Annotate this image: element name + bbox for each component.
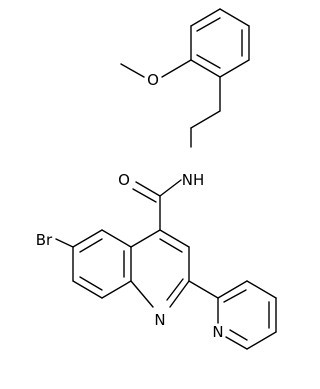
bond [217, 280, 248, 299]
bond [190, 8, 221, 27]
bond [159, 238, 183, 253]
bond [159, 229, 190, 248]
bond [190, 59, 221, 78]
bond [72, 280, 103, 299]
bonds [55, 8, 277, 350]
bond [79, 238, 103, 253]
bond [130, 229, 161, 248]
bond [190, 110, 221, 129]
bond [219, 8, 250, 27]
bond [229, 329, 248, 341]
bond [55, 238, 74, 248]
bond [246, 280, 277, 299]
amide-nh-label: NH [182, 171, 205, 189]
pyridine-nitrogen-label: N [212, 323, 223, 341]
methoxy-oxygen-label: O [147, 71, 159, 89]
bromine-label: Br [36, 231, 53, 249]
bond [161, 59, 192, 78]
bond [120, 63, 145, 78]
bond [225, 336, 248, 350]
bond [166, 278, 184, 301]
bond [130, 280, 154, 308]
bond [188, 280, 219, 299]
bond [72, 229, 103, 248]
bond [219, 59, 250, 78]
bond [169, 280, 190, 308]
bond [246, 331, 277, 350]
quinoline-nitrogen-label: N [154, 311, 165, 329]
molecule-structure-diagram: O NH O Br N N [36, 8, 277, 350]
bond [79, 276, 103, 291]
bond [196, 17, 221, 32]
atom-labels: O NH O Br N N [36, 71, 224, 341]
bond [101, 229, 132, 248]
bond [223, 289, 247, 303]
bond [159, 179, 182, 197]
bond [101, 280, 132, 299]
bond [132, 188, 157, 203]
carbonyl-oxygen-label: O [118, 171, 130, 189]
bond [196, 54, 221, 69]
bond [135, 181, 161, 197]
